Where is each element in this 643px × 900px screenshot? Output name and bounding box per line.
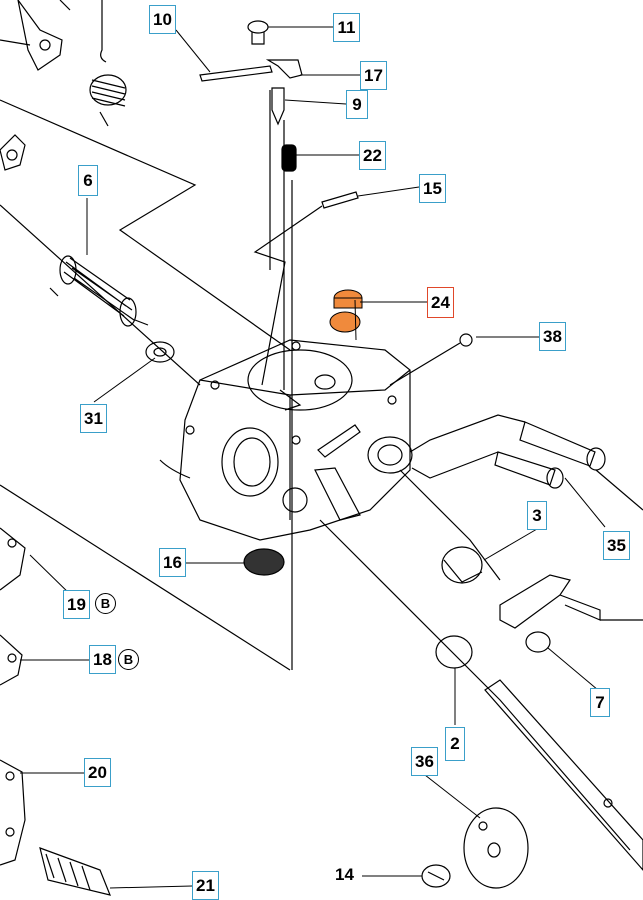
left-gear-fragment	[0, 134, 26, 171]
washer-31	[145, 341, 175, 363]
highlighted-part-24	[329, 289, 363, 341]
callout-3: 3	[527, 501, 547, 530]
screw-21	[39, 847, 111, 896]
bracket-20	[0, 759, 26, 866]
callout-2: 2	[445, 727, 465, 761]
callout-14: 14	[335, 865, 354, 884]
throttle-disc-36	[463, 807, 529, 889]
spring-upper	[89, 0, 127, 127]
callout-6: 6	[78, 165, 98, 196]
callout-31: 31	[80, 404, 107, 433]
top-left-linkage	[0, 0, 71, 71]
adjust-screws-35	[409, 414, 643, 511]
badge-18-b: B	[118, 649, 139, 670]
callout-24: 24	[427, 287, 454, 318]
callout-36: 36	[411, 747, 438, 776]
callout-11: 11	[333, 13, 360, 42]
spring-6	[49, 255, 149, 327]
callout-9: 9	[346, 90, 368, 119]
carburetor-body	[159, 339, 413, 541]
badge-19-b: B	[95, 593, 116, 614]
callout-17: 17	[360, 61, 387, 90]
shaft	[484, 679, 643, 871]
shaft-plate	[499, 574, 643, 653]
callout-20: 20	[84, 758, 111, 787]
gasket-19	[0, 527, 26, 591]
callout-19: 19	[63, 590, 90, 619]
gasket-18	[0, 634, 23, 686]
callout-18: 18	[89, 645, 116, 674]
screw-11	[247, 20, 269, 45]
screw-14	[421, 864, 451, 888]
callout-15: 15	[419, 174, 446, 203]
callout-10: 10	[149, 5, 176, 34]
callout-16: 16	[159, 548, 186, 577]
bushing-3	[441, 546, 483, 584]
callout-7: 7	[590, 688, 610, 717]
callout-38: 38	[539, 322, 566, 351]
callout-21: 21	[192, 871, 219, 900]
callout-22: 22	[359, 141, 386, 170]
callout-35: 35	[603, 531, 630, 560]
